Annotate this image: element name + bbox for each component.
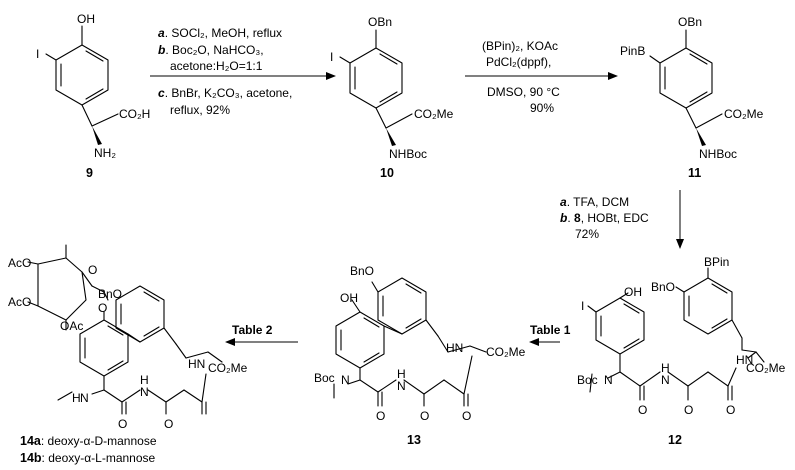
c10-iodo-label: I [330,50,333,64]
c14-nh-h-label: H [140,373,149,387]
c14-h-label: H [72,391,81,405]
c10-co2me-label: CO₂Me [414,107,454,121]
c14-n-label: N [80,391,89,405]
c13-n-label: N [341,373,350,387]
c13-oh-label: OH [340,291,358,305]
c14-ring-o-label: O [88,263,97,277]
c13-boc-label: Boc [314,371,335,385]
step-4-label: Table 1 [530,323,571,337]
step-3-line-b: b. 8, HOBt, EDC [560,211,649,225]
compound-11-bonds [649,29,723,146]
c12-number: 12 [668,433,682,447]
c12-iodo-label: I [581,299,584,313]
c14-o2-label: O [164,417,173,431]
compound-12: BPin BnO OH I Boc N O H N O HN O CO₂Me 1… [577,255,786,447]
step-1-line-c2: reflux, 92% [170,103,230,117]
c10-nhboc-label: NHBoc [389,147,427,161]
step-1-line-b: b. Boc₂O, NaHCO₃, [158,43,264,57]
c13-co2me-label: CO₂Me [486,345,526,359]
c12-o3-label: O [726,403,735,417]
step-3-line-a: a. TFA, DCM [560,195,629,209]
c12-bno-label: BnO [651,280,675,294]
c11-co2me-label: CO₂Me [724,107,764,121]
c12-co2me-label: CO₂Me [746,361,786,375]
c9-number: 9 [86,166,93,180]
step-3: a. TFA, DCM b. 8, HOBt, EDC 72% [560,190,684,249]
c9-nh2-label: NH₂ [94,146,116,160]
c14-nh-n-label: N [140,385,149,399]
c14-oac-label: OAc [60,319,83,333]
c10-number: 10 [380,166,394,180]
step-5-label: Table 2 [232,323,273,337]
c14-co2me-label: CO₂Me [208,361,248,375]
c12-n-label: N [604,373,613,387]
compound-14-bonds [27,244,223,415]
step-2-line-2: PdCl₂(dppf), [486,55,551,69]
c14-aco2-label: AcO [8,295,31,309]
c13-nh-h-label: H [397,367,406,381]
step-2-line-1: (BPin)₂, KOAc [482,39,558,53]
c11-obn-label: OBn [678,15,702,29]
c12-boc-label: Boc [577,373,598,387]
compound-9: OH I CO₂H NH₂ 9 [36,12,150,180]
compound-9-bonds [45,25,119,145]
step-1-line-b2: acetone:H₂O=1:1 [170,59,263,73]
c13-o1-label: O [376,409,385,423]
compound-13-bonds [333,277,487,407]
step-2-line-3: DMSO, 90 °C [487,85,560,99]
compound-10: OBn I CO₂Me NHBoc 10 [330,15,454,180]
step-3-line-3: 72% [575,227,599,241]
c13-hn-label: HN [446,341,463,355]
c12-o1-label: O [638,403,647,417]
c12-nh-h-label: H [661,361,670,375]
c12-hn-label: HN [736,353,753,367]
c14-o1-label: O [118,417,127,431]
step-1-line-c: c. BnBr, K₂CO₃, acetone, [158,86,292,100]
compound-10-bonds [339,29,413,146]
c13-number: 13 [407,433,421,447]
step-2-line-4: 90% [530,101,554,115]
c13-bno-label: BnO [350,264,374,278]
c12-oh-label: OH [624,285,642,299]
step-5: Table 2 [225,323,298,346]
step-1: a. SOCl₂, MeOH, reflux b. Boc₂O, NaHCO₃,… [150,26,336,117]
c14b-caption: 14b: deoxy-α-L-mannose [20,451,156,465]
c13-o2-label: O [420,409,429,423]
step-4: Table 1 [529,323,571,346]
c12-nh-n-label: N [661,373,670,387]
c14-bno-label: BnO [98,287,122,301]
c14a-caption: 14a: deoxy-α-D-mannose [20,434,157,448]
c11-pinb-label: PinB [620,44,645,58]
c14-hn-label: HN [188,357,205,371]
compound-13: BnO OH Boc N O H N O HN O CO₂Me 13 [314,264,526,447]
step-2: (BPin)₂, KOAc PdCl₂(dppf), DMSO, 90 °C 9… [465,39,618,115]
c9-co2h-label: CO₂H [119,107,150,121]
step-1-line-a: a. SOCl₂, MeOH, reflux [158,26,282,40]
compound-11: OBn PinB CO₂Me NHBoc 11 [620,15,764,180]
c14-link-o-label: O [98,301,107,315]
compound-14: AcO O AcO BnO OAc O H N O H N O HN CO₂Me… [8,244,248,465]
c9-iodo-label: I [36,47,39,61]
c12-o2-label: O [684,403,693,417]
c14-aco1-label: AcO [8,256,31,270]
compound-12-bonds [587,267,765,401]
c9-oh-label: OH [77,12,95,26]
c13-nh-n-label: N [397,379,406,393]
c13-o3-label: O [462,409,471,423]
c10-obn-label: OBn [368,15,392,29]
c12-bpin-label: BPin [704,255,729,269]
c11-number: 11 [688,166,701,180]
c11-nhboc-label: NHBoc [699,147,737,161]
